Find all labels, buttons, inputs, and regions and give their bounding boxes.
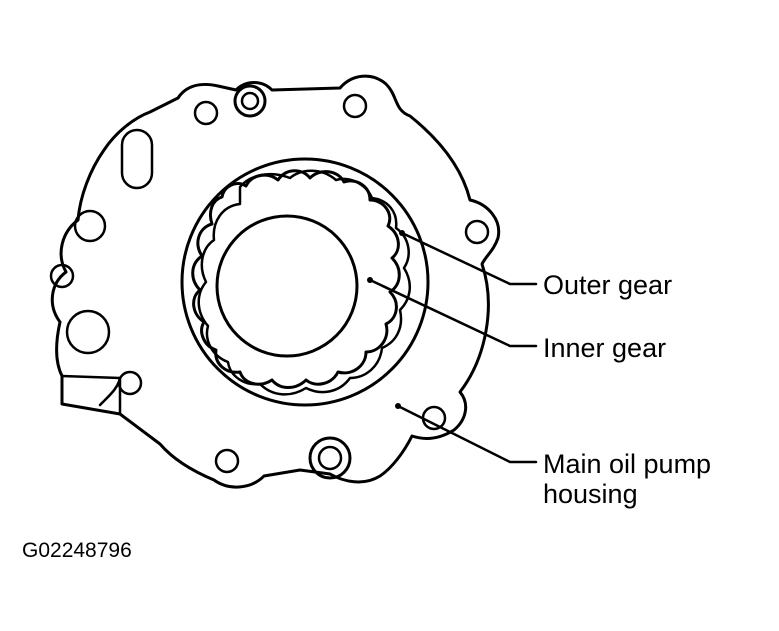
inner-gear-label: Inner gear bbox=[543, 333, 666, 363]
bolt-hole-group bbox=[49, 93, 490, 474]
bolt-hole bbox=[342, 93, 368, 119]
dowel-pin bbox=[308, 436, 352, 480]
outer-gear-leader bbox=[400, 231, 538, 286]
inner-gear-leader bbox=[368, 278, 538, 348]
inner-gear bbox=[191, 169, 401, 389]
dowel-group bbox=[233, 84, 352, 480]
outer-gear-label: Outer gear bbox=[543, 270, 672, 300]
outer-gear bbox=[180, 157, 430, 407]
bolt-hole bbox=[73, 209, 107, 243]
inner-gear-bore bbox=[215, 214, 359, 358]
bolt-hole bbox=[65, 309, 111, 355]
bolt-hole bbox=[214, 448, 240, 474]
housing-label-line2: housing bbox=[543, 479, 638, 509]
dowel-pin bbox=[233, 84, 267, 118]
bolt-hole bbox=[193, 100, 219, 126]
bolt-hole bbox=[421, 405, 447, 431]
bolt-hole bbox=[49, 263, 75, 289]
outer-gear-ring bbox=[180, 157, 430, 407]
leader-lines bbox=[367, 230, 538, 464]
figure-code: G02248796 bbox=[22, 539, 132, 562]
housing-label-line1: Main oil pump bbox=[543, 449, 711, 479]
slot-hole bbox=[120, 128, 154, 190]
housing-leader bbox=[396, 404, 538, 464]
bolt-hole bbox=[464, 219, 490, 245]
bolt-hole bbox=[117, 370, 143, 396]
pump-housing bbox=[50, 74, 501, 489]
